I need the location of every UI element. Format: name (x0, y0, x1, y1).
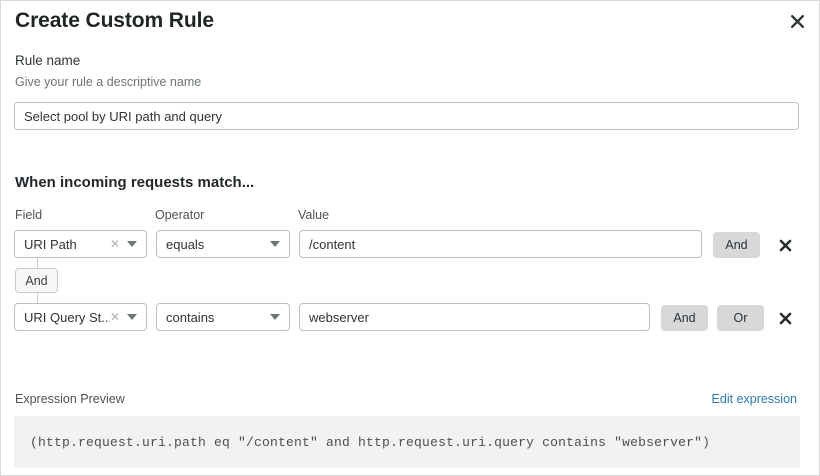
column-header-operator: Operator (155, 208, 205, 222)
clear-icon[interactable]: ✕ (109, 310, 120, 324)
chevron-down-icon (270, 314, 280, 320)
edit-expression-link[interactable]: Edit expression (711, 392, 797, 406)
field-select-row-2[interactable]: URI Query St... ✕ (14, 303, 147, 331)
and-button-row-2[interactable]: And (661, 305, 708, 331)
conditions-heading: When incoming requests match... (15, 174, 255, 191)
operator-select-row-2-label: contains (166, 309, 215, 325)
delete-row-1-button[interactable] (775, 235, 795, 255)
field-select-row-1[interactable]: URI Path ✕ (14, 230, 147, 258)
operator-select-row-1-label: equals (166, 236, 205, 252)
chevron-down-icon (270, 241, 280, 247)
close-icon (790, 14, 804, 28)
column-header-value: Value (298, 208, 330, 222)
operator-select-row-2[interactable]: contains (156, 303, 290, 331)
field-select-row-2-label: URI Query St... (24, 309, 110, 325)
chevron-down-icon (127, 314, 137, 320)
expression-preview-box: (http.request.uri.path eq "/content" and… (14, 416, 800, 468)
expression-preview-label: Expression Preview (15, 392, 125, 406)
column-header-field: Field (15, 208, 43, 222)
delete-row-2-button[interactable] (775, 308, 795, 328)
rule-name-hint: Give your rule a descriptive name (15, 75, 202, 89)
chevron-down-icon (127, 241, 137, 247)
field-select-row-1-label: URI Path (24, 236, 77, 252)
dialog-title: Create Custom Rule (15, 9, 214, 32)
or-button-row-2[interactable]: Or (717, 305, 764, 331)
close-icon (779, 239, 791, 251)
rule-name-input[interactable] (14, 102, 799, 130)
rule-name-label: Rule name (15, 53, 81, 68)
connector-and-badge[interactable]: And (15, 268, 58, 293)
close-icon (779, 312, 791, 324)
expression-code-text: (http.request.uri.path eq "/content" and… (30, 434, 711, 450)
clear-icon[interactable]: ✕ (109, 237, 120, 251)
and-button-row-1[interactable]: And (713, 232, 760, 258)
value-input-row-2[interactable] (299, 303, 650, 331)
operator-select-row-1[interactable]: equals (156, 230, 290, 258)
value-input-row-1[interactable] (299, 230, 702, 258)
close-dialog-button[interactable] (784, 8, 810, 34)
